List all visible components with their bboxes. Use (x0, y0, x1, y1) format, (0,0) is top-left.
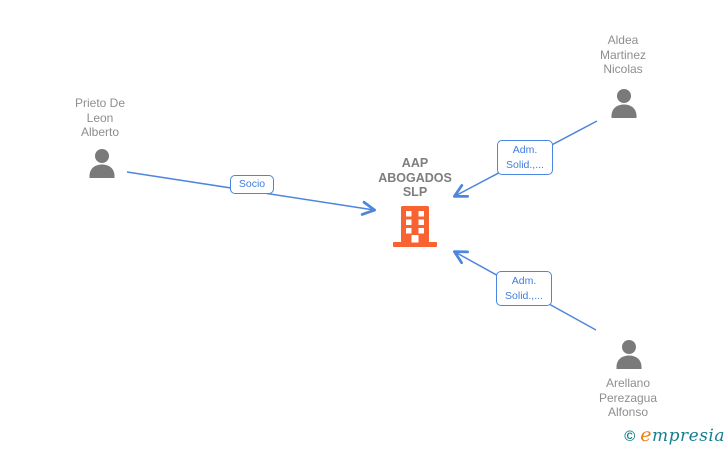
edge-label-text: Solid.,... (505, 289, 543, 302)
edge-label-text: Socio (238, 178, 266, 190)
edge-label-adm-solid-bottom[interactable]: Adm. Solid.,... (496, 271, 552, 306)
person-name-arellano: Arellano Perezagua Alfonso (568, 376, 688, 420)
person-name-prieto: Prieto De Leon Alberto (40, 96, 160, 140)
person-icon[interactable] (614, 339, 644, 369)
person-name-aldea: Aldea Martinez Nicolas (563, 33, 683, 77)
building-icon[interactable] (393, 206, 437, 247)
company-name-line: SLP (402, 185, 428, 199)
copyright-symbol: © (624, 428, 636, 445)
logo-rest: mpresia (652, 426, 725, 446)
empresia-logo: empresia (640, 424, 725, 446)
empresia-watermark: © empresia (624, 424, 725, 446)
person-name-line: Perezagua (598, 390, 658, 405)
company-name: AAP ABOGADOS SLP (355, 156, 475, 200)
person-icon[interactable] (609, 88, 639, 118)
company-name-line: ABOGADOS (378, 170, 452, 185)
edge-label-socio[interactable]: Socio (230, 175, 274, 194)
person-name-line: Alberto (80, 125, 120, 139)
person-icon[interactable] (87, 148, 117, 178)
person-name-line: Alfonso (607, 405, 649, 419)
person-name-line: Arellano (605, 376, 651, 390)
person-name-line: Aldea (607, 33, 639, 47)
logo-first-letter: e (640, 424, 652, 446)
company-name-line: AAP (401, 156, 429, 170)
edge-label-text: Adm. (512, 143, 538, 156)
person-name-line: Leon (86, 110, 114, 125)
edge-label-text: Solid.,... (506, 158, 544, 171)
person-name-line: Nicolas (603, 62, 643, 76)
person-name-line: Martinez (599, 47, 646, 62)
person-name-line: Prieto De (74, 96, 126, 110)
edge-label-adm-solid-top[interactable]: Adm. Solid.,... (497, 140, 553, 175)
edge-label-text: Adm. (511, 274, 537, 287)
